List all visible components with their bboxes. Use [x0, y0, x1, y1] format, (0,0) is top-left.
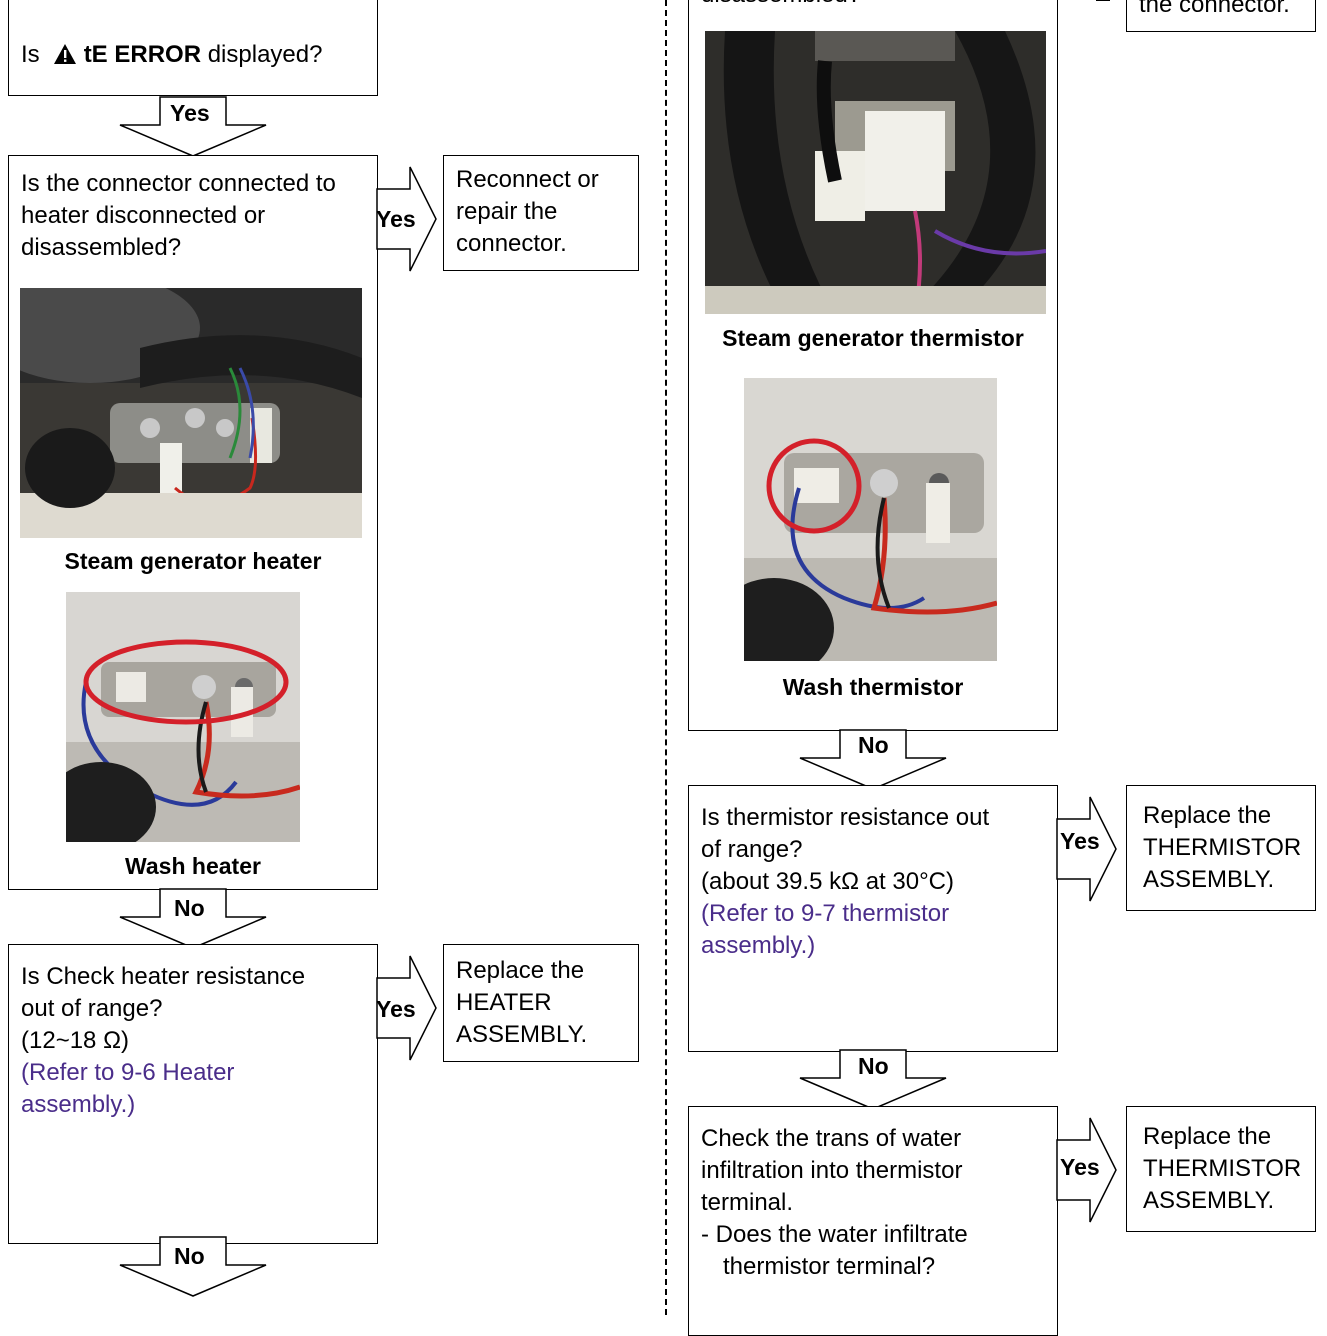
yes-arrow-1: [119, 96, 267, 157]
water-yes-arrow: [1056, 1117, 1117, 1223]
heater-yes-arrow: [376, 955, 437, 1061]
tE-error-question-box: Is tE ERROR displayed?: [8, 0, 378, 96]
heater-resistance-box: Is Check heater resistance out of range?…: [8, 944, 378, 1244]
no-arrow-4: [799, 1049, 947, 1110]
thermistor-resistance-range: (about 39.5 kΩ at 30°C): [701, 868, 955, 895]
connector-yes-arrow: [376, 166, 437, 272]
wash-thermistor-caption: Wash thermistor: [782, 674, 964, 700]
no-label-1: No: [174, 895, 205, 921]
partial-arrow-stub: [1096, 0, 1110, 1]
thermistor-connector-question-partial: disassembled?: [701, 0, 1049, 11]
steam-generator-thermistor-caption: Steam generator thermistor: [722, 325, 1024, 351]
heater-assembly-reference: (Refer to 9-6 Heater assembly.): [21, 1059, 235, 1118]
steam-generator-thermistor-photo: [705, 31, 1046, 314]
wash-heater-photo: [66, 592, 300, 842]
steam-generator-heater-caption: Steam generator heater: [64, 548, 322, 574]
no-arrow-3: [799, 729, 947, 790]
water-infiltration-box: Check the trans of water infiltration in…: [688, 1106, 1058, 1336]
column-divider: [665, 0, 667, 1315]
reconnect-result-partial-box: the connector.: [1126, 0, 1316, 32]
thermistor-resistance-question: Is thermistor resistance out of range?: [701, 804, 990, 863]
tE-error-question: Is tE ERROR displayed?: [21, 41, 323, 68]
thermistor-assembly-reference: (Refer to 9-7 thermistor assembly.): [701, 900, 950, 959]
heater-yes-label: Yes: [376, 996, 416, 1022]
no-label-2: No: [174, 1243, 205, 1269]
heater-resistance-range: (12~18 Ω): [21, 1027, 129, 1054]
wash-thermistor-photo: [744, 378, 997, 661]
replace-thermistor-box-2: Replace the THERMISTOR ASSEMBLY.: [1126, 1106, 1316, 1232]
connector-yes-label: Yes: [376, 206, 416, 232]
yes-label-1: Yes: [170, 100, 210, 126]
heater-resistance-question: Is Check heater resistance out of range?: [21, 963, 306, 1022]
reconnect-result-partial: the connector.: [1139, 0, 1290, 18]
water-infiltration-subquestion: - Does the water infiltrate thermistor t…: [701, 1221, 968, 1280]
connector-question: Is the connector connected to heater dis…: [21, 170, 336, 261]
thermistor-yes-arrow: [1056, 796, 1117, 902]
thermistor-yes-label: Yes: [1060, 828, 1100, 854]
thermistor-resistance-box: Is thermistor resistance out of range? (…: [688, 785, 1058, 1052]
replace-heater-result: Replace the HEATER ASSEMBLY.: [456, 957, 588, 1048]
replace-heater-box: Replace the HEATER ASSEMBLY.: [443, 944, 639, 1062]
replace-thermistor-result-1: Replace the THERMISTOR ASSEMBLY.: [1143, 802, 1302, 893]
steam-generator-heater-photo: [20, 288, 362, 538]
replace-thermistor-box-1: Replace the THERMISTOR ASSEMBLY.: [1126, 785, 1316, 911]
no-label-4: No: [858, 1053, 889, 1079]
reconnect-result: Reconnect or repair the connector.: [456, 166, 599, 257]
no-arrow-1: [119, 888, 267, 949]
reconnect-result-box: Reconnect or repair the connector.: [443, 155, 639, 271]
wash-heater-caption: Wash heater: [125, 853, 261, 879]
replace-thermistor-result-2: Replace the THERMISTOR ASSEMBLY.: [1143, 1123, 1302, 1214]
warning-icon: [54, 44, 77, 64]
water-yes-label: Yes: [1060, 1154, 1100, 1180]
no-arrow-2: [119, 1236, 267, 1297]
no-label-3: No: [858, 732, 889, 758]
water-infiltration-question: Check the trans of water infiltration in…: [701, 1125, 963, 1216]
